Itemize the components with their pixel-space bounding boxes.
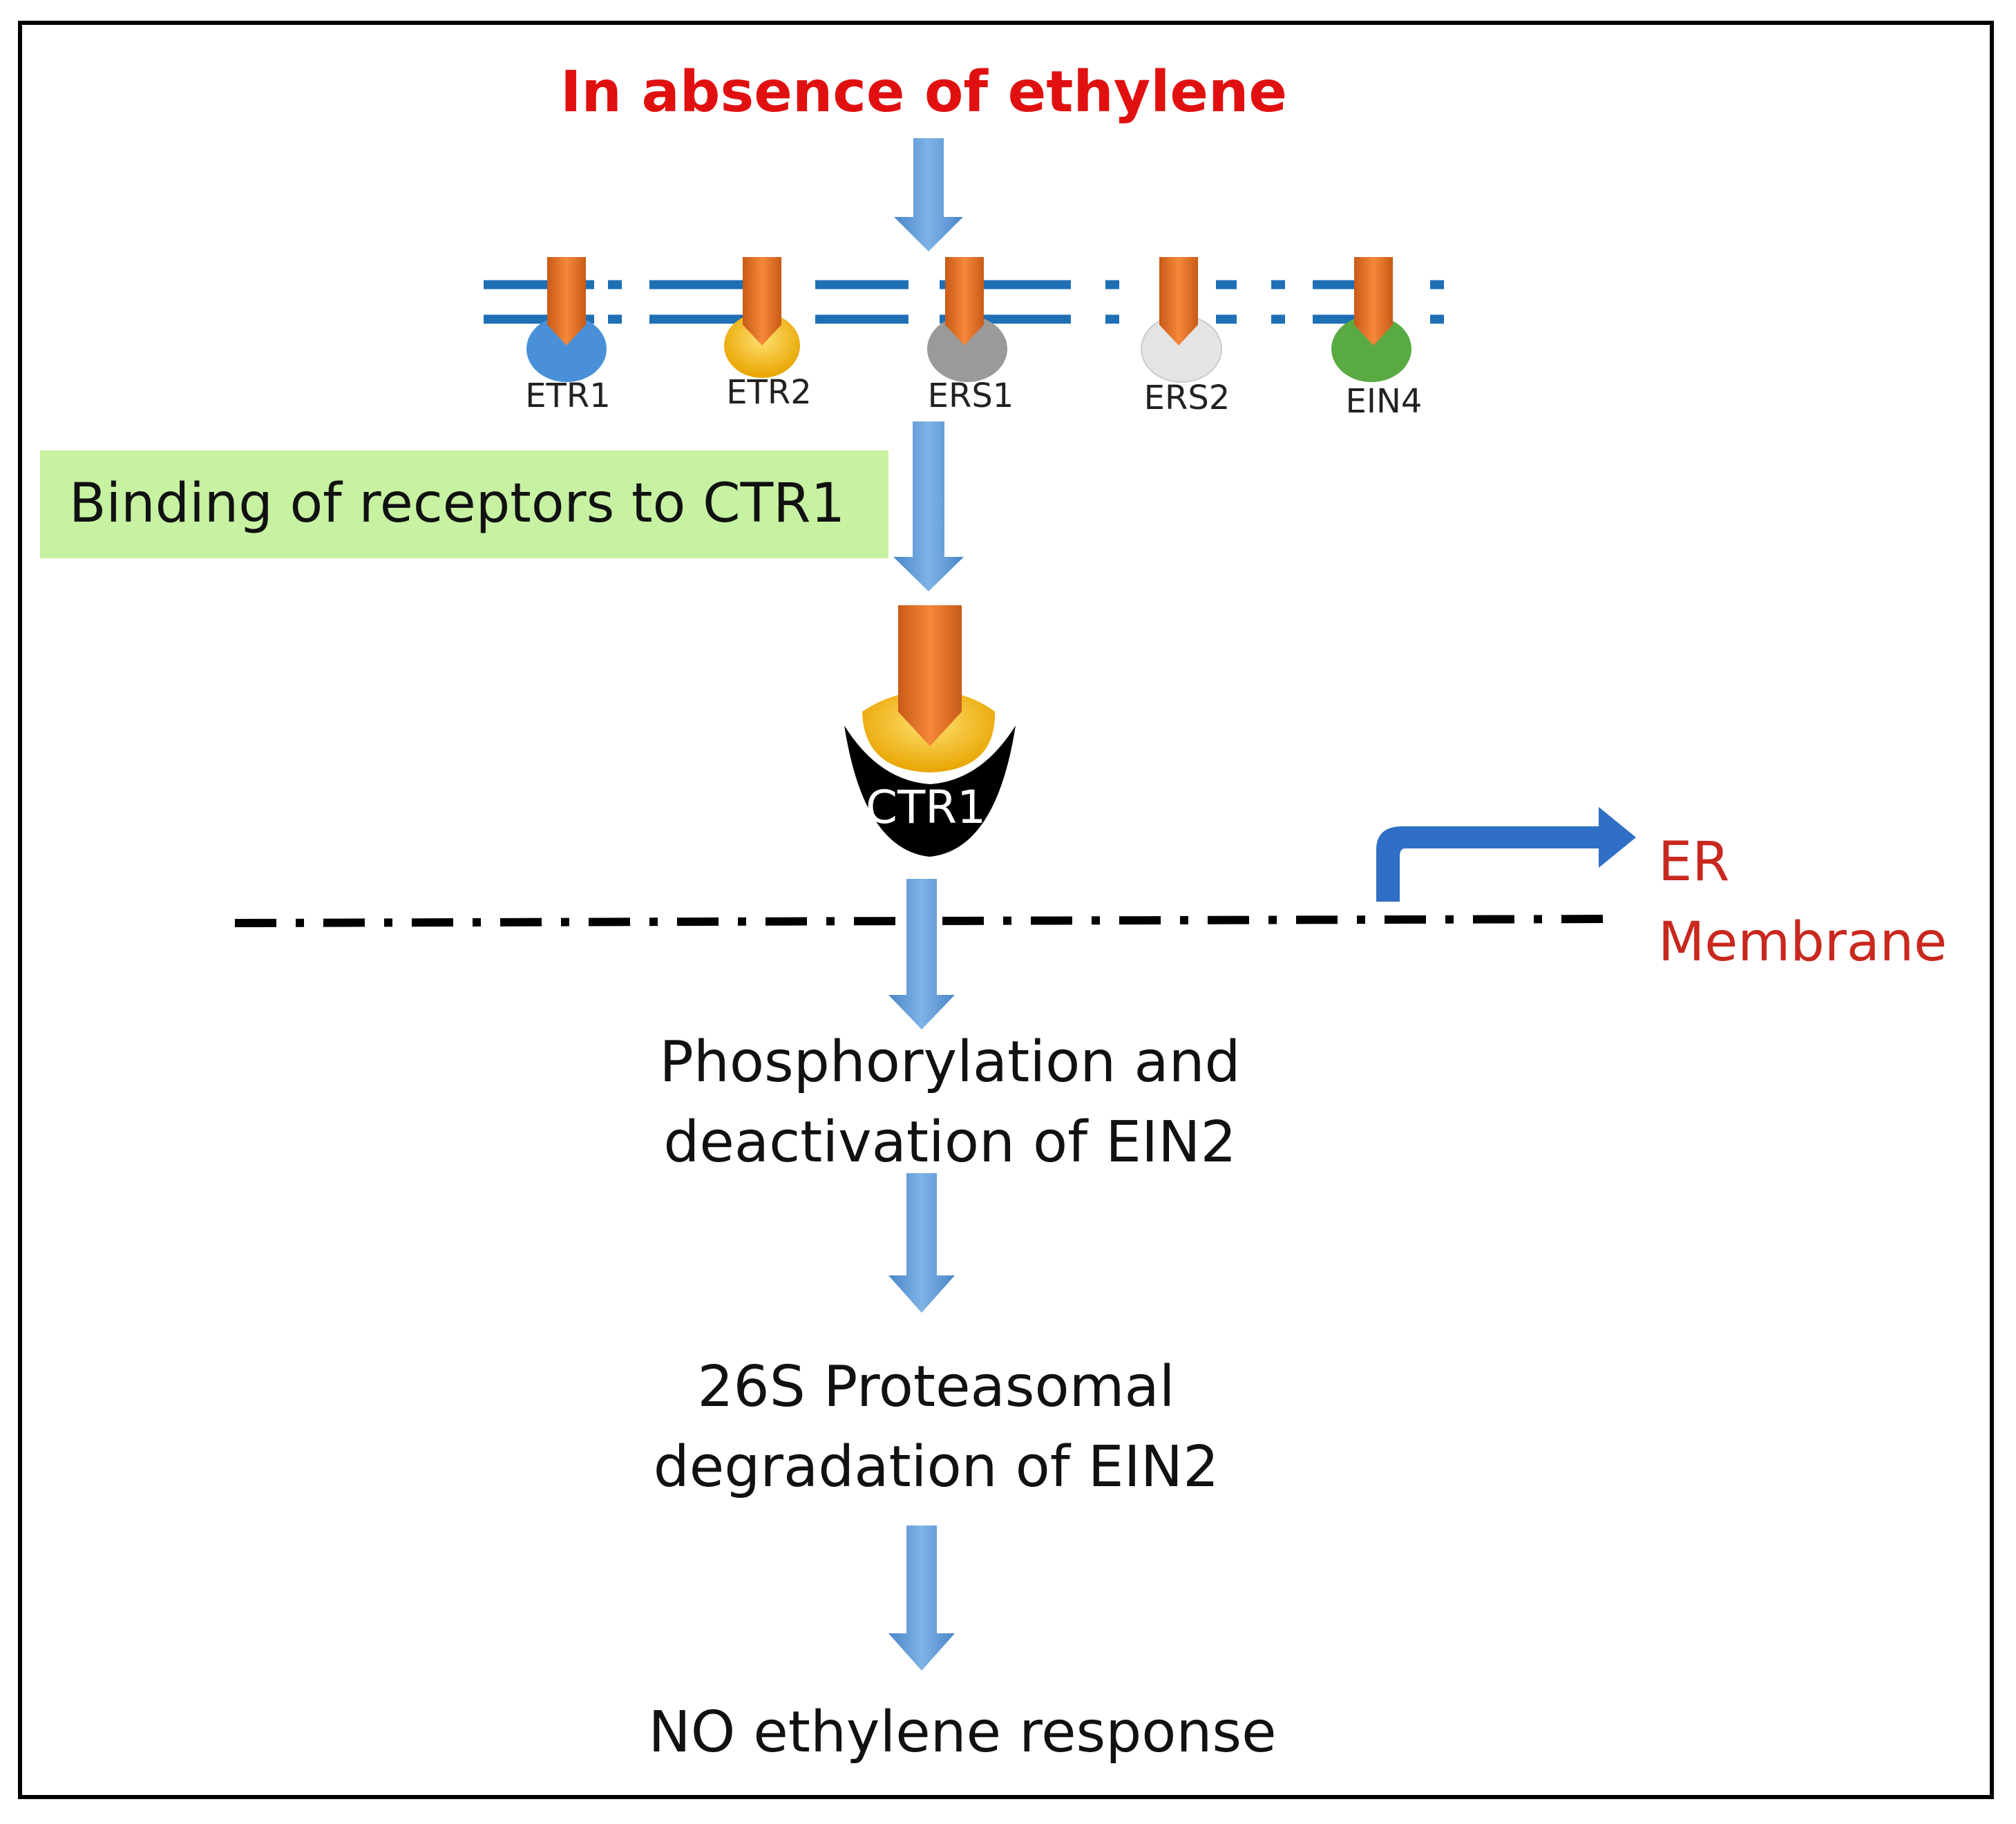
step-phosphorylation-line-1: Phosphorylation and xyxy=(659,1029,1241,1095)
arrow-down-5 xyxy=(888,1526,955,1671)
ctr1-cup xyxy=(844,725,1016,857)
receptor-label-etr1: ETR1 xyxy=(525,377,611,415)
receptor-ers2 xyxy=(1141,257,1222,383)
step-degradation-line-2: degradation of EIN2 xyxy=(653,1434,1219,1500)
receptor-label-ers1: ERS1 xyxy=(927,377,1014,415)
receptor-etr2 xyxy=(724,257,800,378)
receptor-label-etr2: ETR2 xyxy=(726,373,812,412)
er-label-line-1: ER xyxy=(1658,831,1730,893)
er-membrane-label: ER Membrane xyxy=(1658,822,1947,982)
receptor-label-ein4: EIN4 xyxy=(1345,382,1423,421)
ligand-etr1 xyxy=(547,257,586,345)
ligand-ein4 xyxy=(1354,257,1393,345)
diagram-frame xyxy=(18,21,1994,1799)
ctr1-label: CTR1 xyxy=(865,781,987,834)
arrow-down-1 xyxy=(894,138,963,251)
ligand-etr2 xyxy=(743,257,781,345)
er-pointer-arrow xyxy=(1376,807,1636,902)
step-degradation-line-1: 26S Proteasomal xyxy=(697,1354,1175,1420)
er-membrane-line xyxy=(234,915,1617,927)
arrow-down-3 xyxy=(888,879,955,1029)
step-phosphorylation-line-2: deactivation of EIN2 xyxy=(663,1110,1237,1175)
ctr1-ligand xyxy=(898,605,962,746)
ligand-ers2 xyxy=(1159,257,1198,345)
er-label-line-2: Membrane xyxy=(1658,911,1948,973)
receptor-ers1-body xyxy=(927,316,1007,382)
receptor-ers1 xyxy=(927,257,1007,382)
diagram-title: In absence of ethylene xyxy=(560,59,1287,125)
step-proteasomal-degradation: 26S Proteasomal degradation of EIN2 xyxy=(654,1347,1219,1508)
ligand-ers1 xyxy=(945,257,984,345)
membrane-lines xyxy=(484,280,1444,324)
step-no-response: NO ethylene response xyxy=(648,1700,1277,1765)
receptor-ein4 xyxy=(1331,257,1411,382)
step-phosphorylation: Phosphorylation and deactivation of EIN2 xyxy=(659,1023,1240,1183)
arrow-down-4 xyxy=(888,1173,955,1313)
binding-label: Binding of receptors to CTR1 xyxy=(69,473,846,535)
receptor-label-ers2: ERS2 xyxy=(1143,379,1230,417)
receptor-etr1-body xyxy=(526,316,607,382)
binding-highlight-box xyxy=(40,450,888,558)
receptor-etr1 xyxy=(526,257,607,382)
arrow-down-2 xyxy=(893,421,964,591)
receptor-ein4-body xyxy=(1331,316,1411,382)
